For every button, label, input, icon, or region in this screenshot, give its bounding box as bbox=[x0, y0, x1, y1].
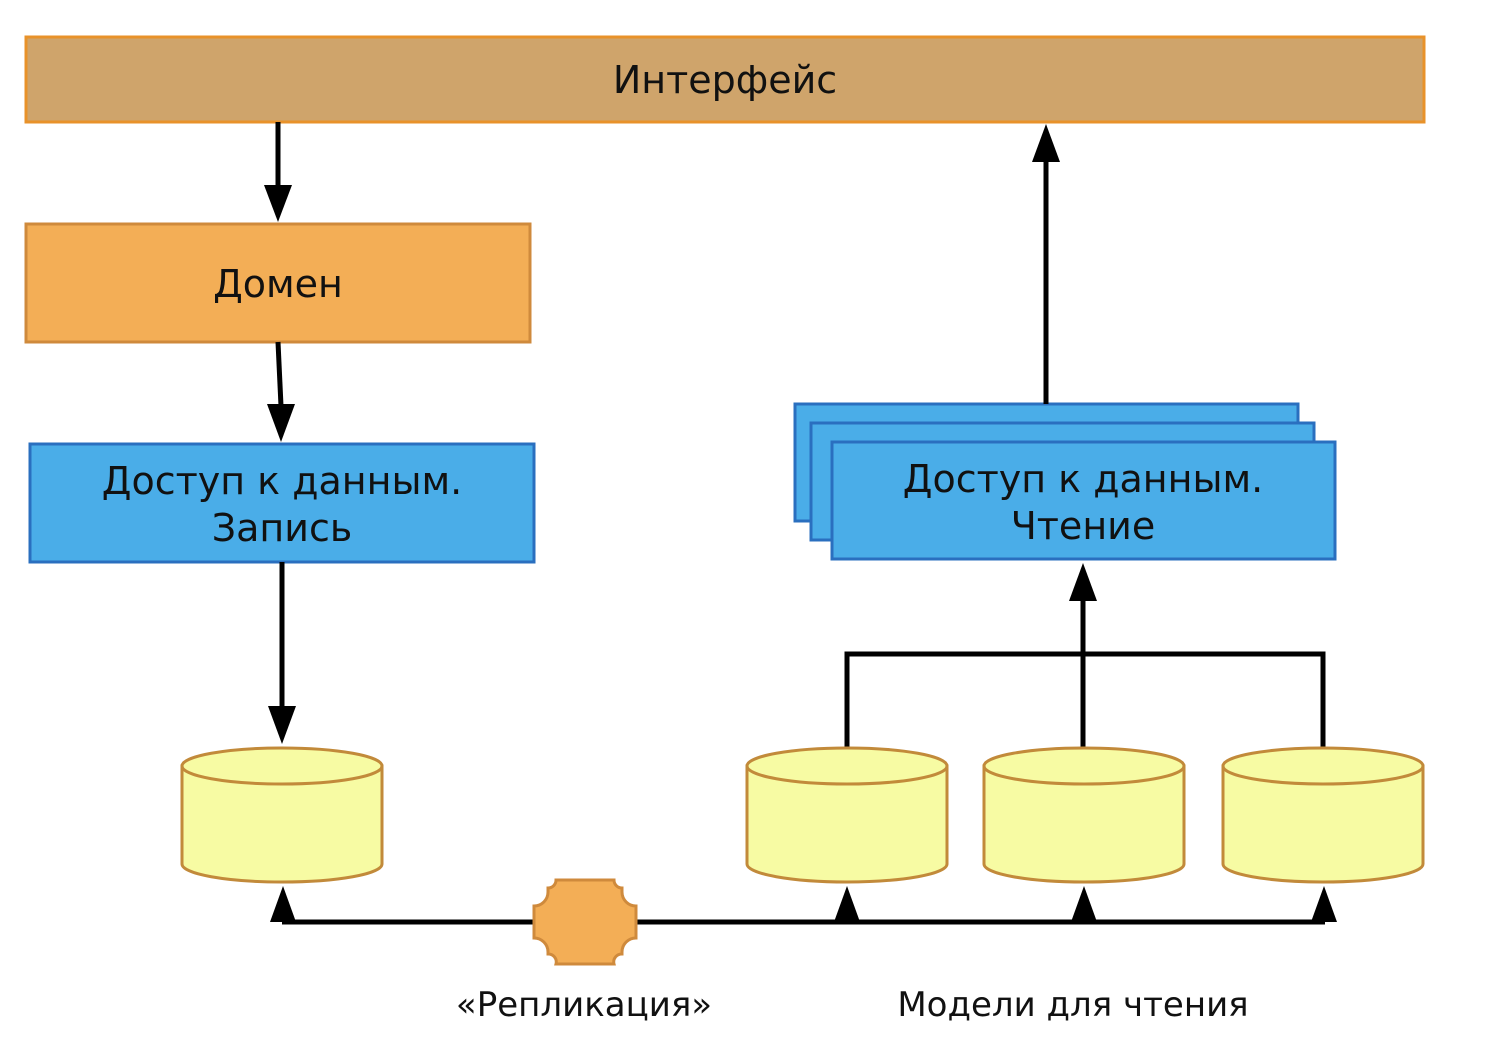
replication-node bbox=[532, 878, 638, 966]
arrowhead-bus-model-3 bbox=[1311, 886, 1337, 922]
write-access-box: Доступ к данным. Запись bbox=[28, 442, 536, 564]
arrowhead-to-interface bbox=[1032, 124, 1060, 162]
write-access-line2: Запись bbox=[212, 506, 352, 550]
arrowhead-bus-write-db bbox=[270, 886, 296, 922]
read-model-database-1 bbox=[745, 746, 949, 884]
connectors bbox=[275, 122, 1326, 925]
interface-rect bbox=[24, 35, 1426, 124]
read-access-line1: Доступ к данным. bbox=[903, 457, 1263, 501]
domain-box: Домен bbox=[24, 222, 532, 344]
arrowhead-to-read-access bbox=[1069, 563, 1097, 601]
arrowhead-to-write-access bbox=[267, 404, 295, 442]
write-database-top bbox=[180, 746, 384, 786]
read-access-front-rect bbox=[830, 440, 1337, 561]
read-access-stack: Доступ к данным. Чтение bbox=[793, 402, 1337, 561]
domain-to-write-line bbox=[275, 341, 284, 407]
domain-label: Домен bbox=[213, 262, 343, 306]
read-model-database-1-body bbox=[745, 764, 949, 884]
read-model-database-2-top bbox=[982, 746, 1186, 786]
models-bracket-line bbox=[844, 651, 1326, 747]
write-access-rect bbox=[28, 442, 536, 564]
read-model-database-3-body bbox=[1221, 764, 1425, 884]
arrowhead-to-write-db bbox=[268, 706, 296, 744]
read-model-database-1-top bbox=[745, 746, 949, 786]
interface-box: Интерфейс bbox=[24, 35, 1426, 124]
read-models-label: Модели для чтения bbox=[897, 985, 1248, 1025]
arrowhead-bus-model-1 bbox=[834, 886, 860, 922]
interface-label: Интерфейс bbox=[613, 58, 837, 102]
read-model-database-2 bbox=[982, 746, 1186, 884]
write-database-body bbox=[180, 764, 384, 884]
domain-rect bbox=[24, 222, 532, 344]
arrowheads bbox=[264, 124, 1337, 922]
arrowhead-to-domain bbox=[264, 185, 292, 222]
read-model-database-2-body bbox=[982, 764, 1186, 884]
write-database bbox=[180, 746, 384, 884]
arrowhead-bus-model-2 bbox=[1071, 886, 1097, 922]
read-access-line2: Чтение bbox=[1011, 504, 1156, 548]
replication-label: «Репликация» bbox=[456, 985, 712, 1025]
write-access-line1: Доступ к данным. bbox=[102, 459, 462, 503]
read-model-database-3-top bbox=[1221, 746, 1425, 786]
read-model-database-3 bbox=[1221, 746, 1425, 884]
